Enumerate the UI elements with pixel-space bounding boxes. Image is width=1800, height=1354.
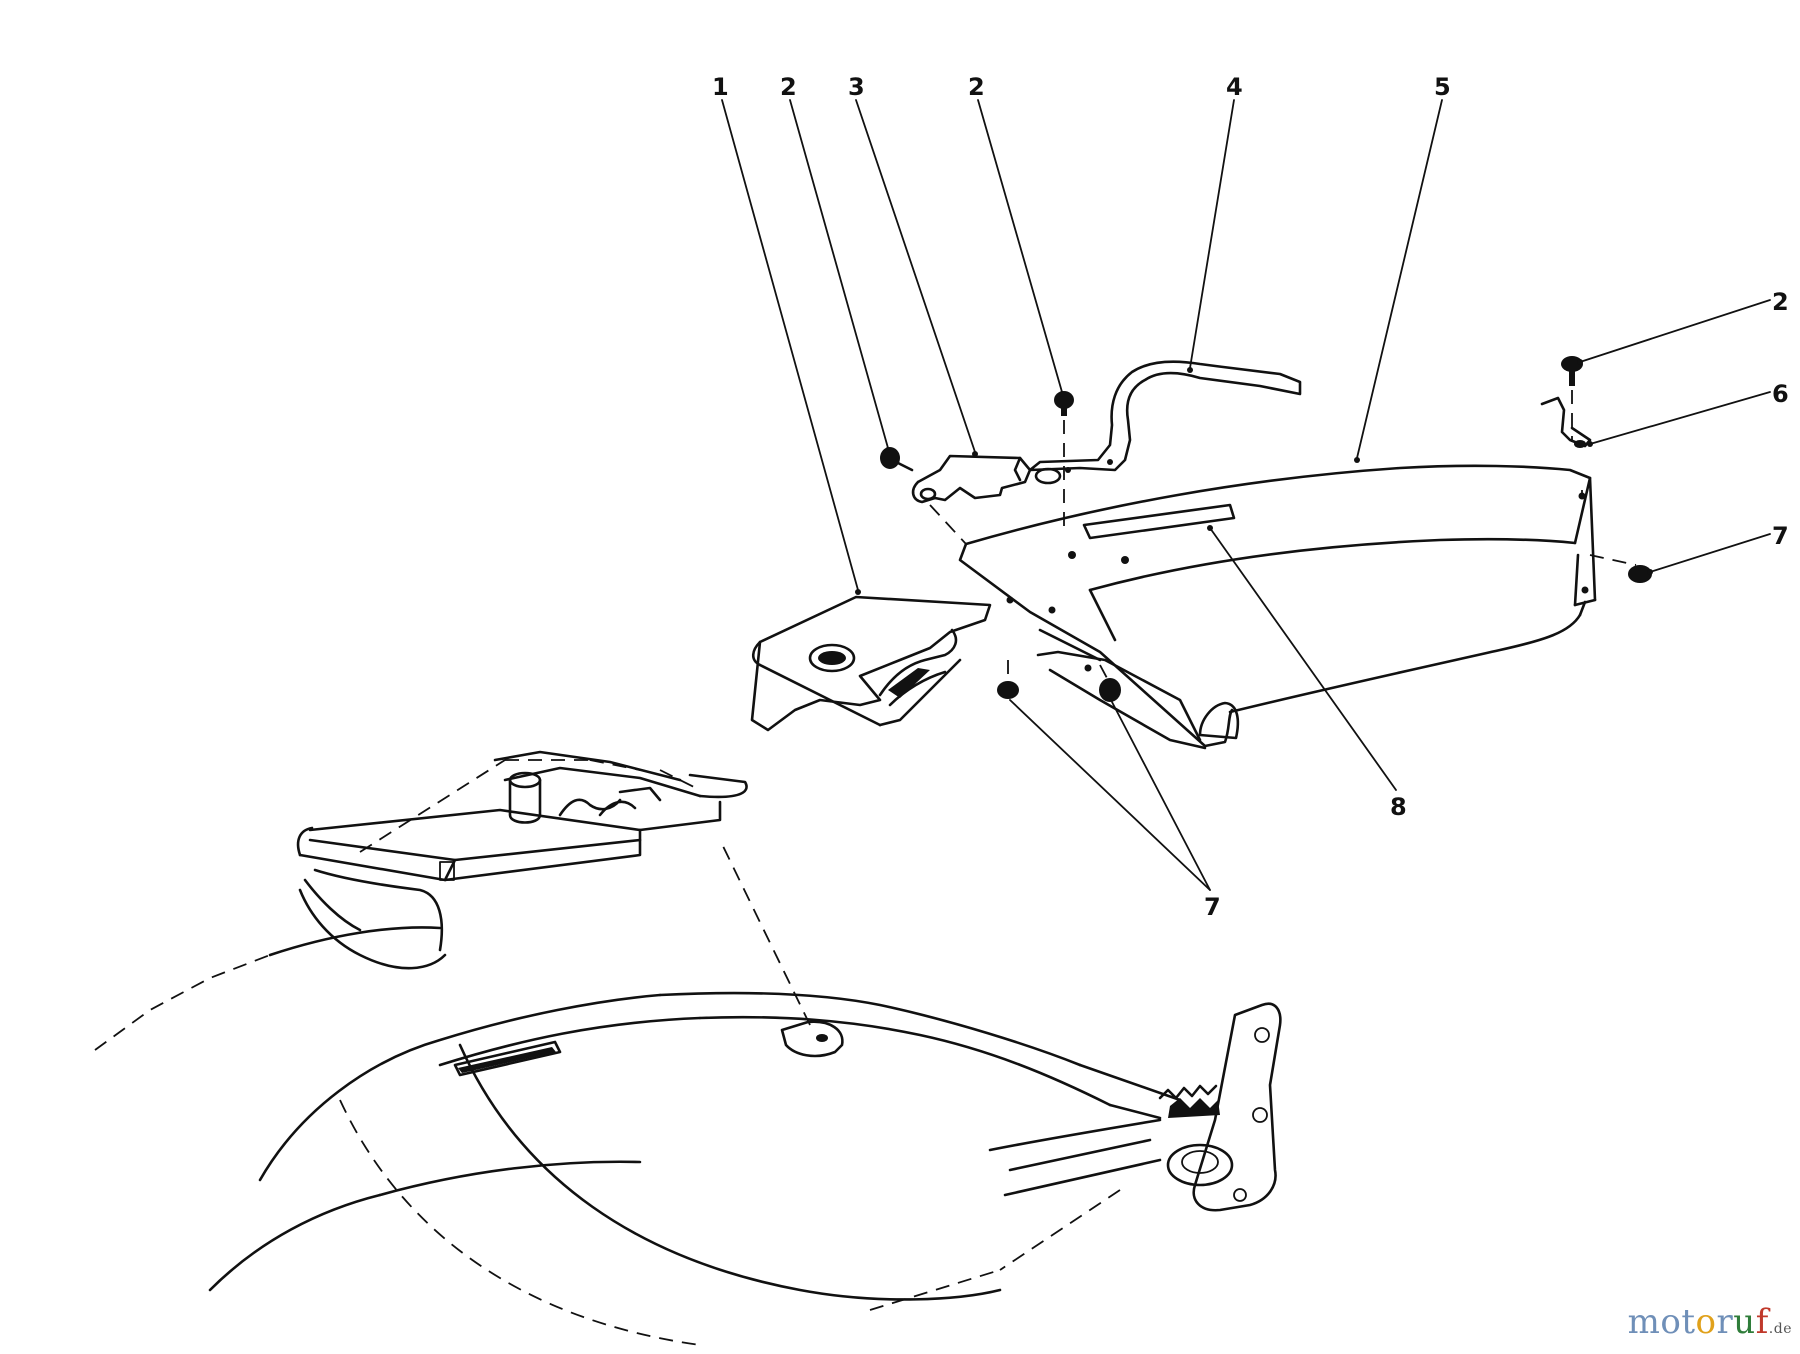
callout-6: 6 xyxy=(1772,380,1789,408)
callout-7-lower: 7 xyxy=(1204,893,1221,921)
nut-part-7-right xyxy=(1589,554,1652,583)
callout-4: 4 xyxy=(1226,73,1243,101)
callout-8: 8 xyxy=(1390,793,1407,821)
callout-2-center: 2 xyxy=(968,73,985,101)
bolt-part-2-left xyxy=(880,447,914,472)
nut-part-7-lower-a xyxy=(997,660,1019,699)
callout-labels: 1 2 3 2 4 5 2 6 7 8 7 xyxy=(712,73,1789,921)
callout-5: 5 xyxy=(1434,73,1451,101)
lever-part-4 xyxy=(1028,360,1302,485)
callout-2-left: 2 xyxy=(780,73,797,101)
deflector-chute-part-5 xyxy=(958,464,1597,750)
callout-3: 3 xyxy=(848,73,865,101)
handle-assembly xyxy=(296,750,748,970)
callout-7-right: 7 xyxy=(1772,522,1789,550)
bolt-part-2-center xyxy=(1054,391,1074,530)
guide-line xyxy=(929,504,967,545)
clip-part-6 xyxy=(1540,396,1592,448)
side-bracket xyxy=(869,1002,1282,1311)
blower-housing xyxy=(94,839,1112,1346)
leader-lines xyxy=(721,99,1771,891)
motoruf-watermark-logo: motoruf.de xyxy=(1627,1302,1792,1342)
bracket-part-3 xyxy=(911,454,1032,504)
nut-part-7-lower-b xyxy=(1099,664,1121,702)
callout-2-right: 2 xyxy=(1772,288,1789,316)
bolt-part-2-right xyxy=(1561,356,1583,496)
callout-1: 1 xyxy=(712,73,729,101)
bracket-part-1 xyxy=(750,595,992,732)
